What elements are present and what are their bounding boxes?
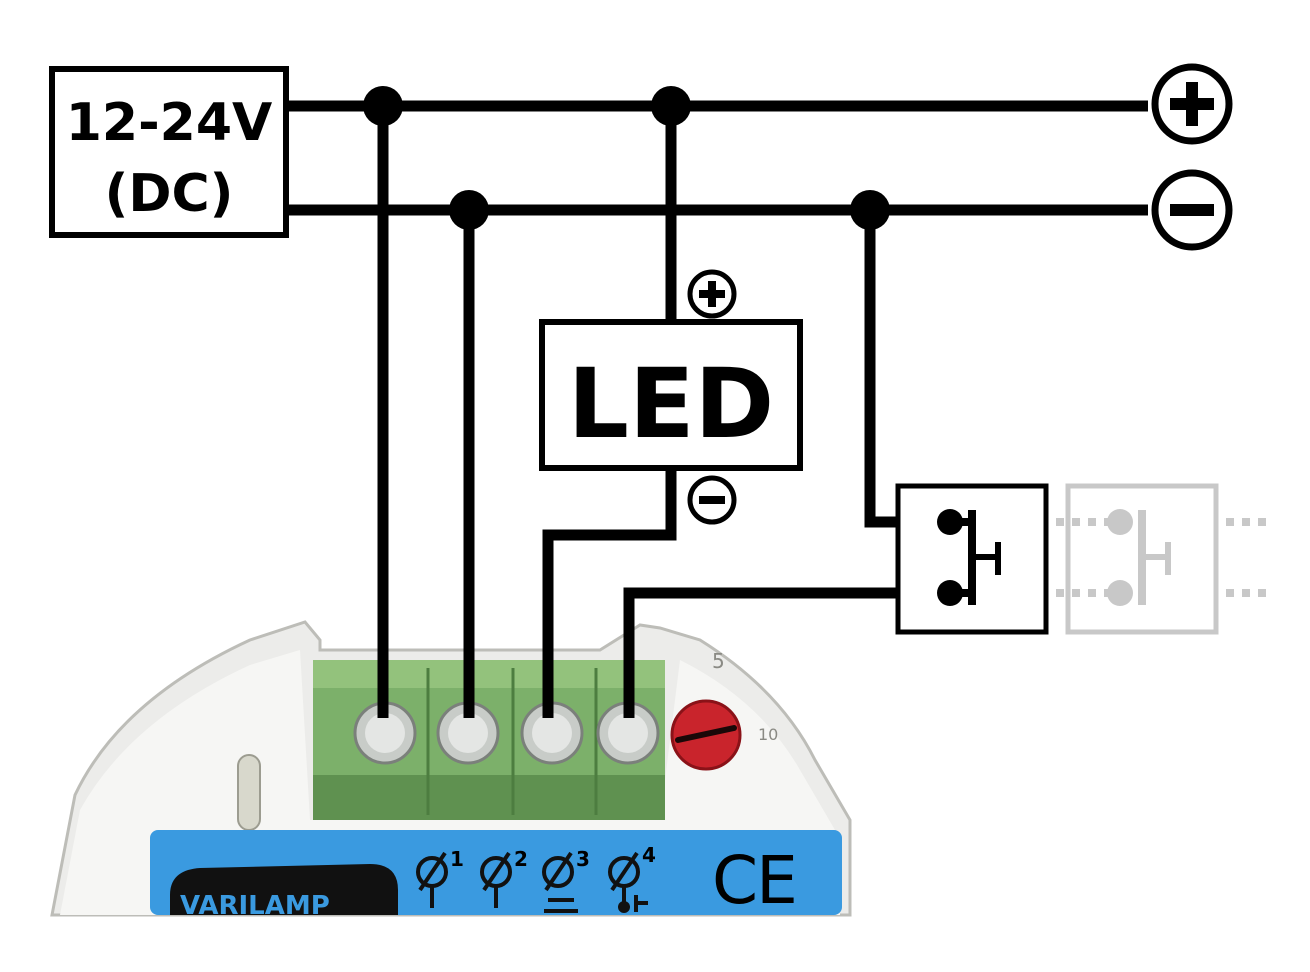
wire-switch-negative [864,210,950,528]
led-box: LED [539,319,803,471]
power-supply-voltage: 12-24V [66,93,273,153]
brand-badge: VARILAMP [170,864,398,921]
led-label: LED [568,348,774,460]
terminal-label-2: 2 [514,847,528,871]
optional-push-button-switch [1056,483,1272,635]
terminal-label-3: 3 [576,847,590,871]
led-minus-icon [687,475,737,525]
positive-terminal-icon [1151,63,1233,145]
power-supply-box: 12-24V (DC) [49,66,289,238]
junction-dots [363,86,890,230]
push-button-switch [895,483,1049,635]
power-supply-type: (DC) [105,164,234,224]
dimmer-device: 5 10 VARILAMP 1 2 3 4 CE [50,620,852,921]
dial-label-10: 10 [758,725,778,744]
adjustment-dial: 5 10 [670,649,778,771]
terminal-dividers [426,668,598,815]
terminal-screw-2 [436,701,500,765]
led-plus-icon [687,269,737,319]
wire-led-minus [542,470,677,718]
terminal-screw-1 [353,701,417,765]
terminal-4-dot [618,901,630,913]
ce-mark: CE [712,842,796,919]
terminal-symbols [416,851,648,913]
indicator-slot [237,754,261,831]
brand-text: VARILAMP [180,891,330,921]
terminal-block-bottom [313,775,665,820]
dial-label-5: 5 [712,649,725,673]
wire-switch-terminal-4 [623,587,950,718]
terminal-label-1: 1 [450,847,464,871]
terminal-block-top [313,660,665,688]
terminal-label-4: 4 [642,843,656,867]
negative-terminal-icon [1151,169,1233,251]
